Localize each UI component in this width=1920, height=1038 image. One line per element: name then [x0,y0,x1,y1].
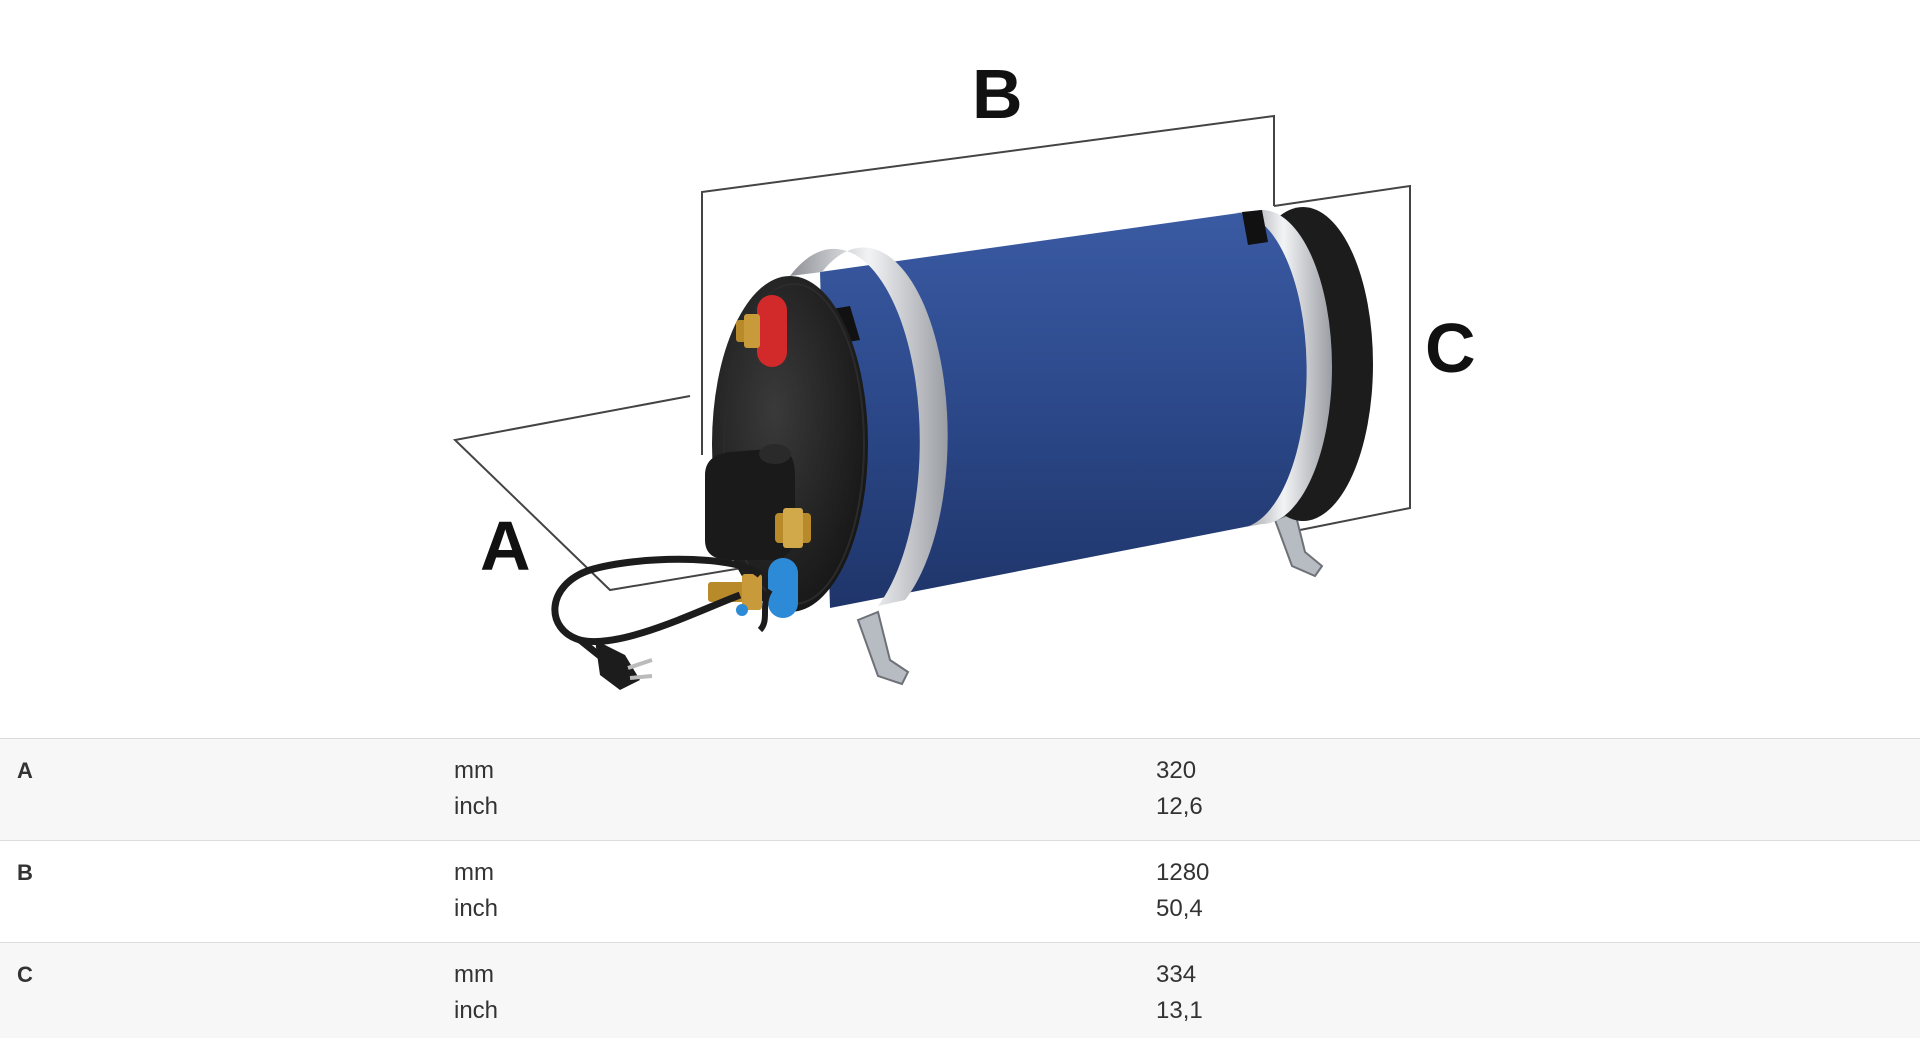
dimension-value: 50,4 [1156,895,1203,922]
rear-band [1235,210,1332,528]
power-cable [551,555,763,645]
mounting-foot-rear [1273,510,1324,578]
dimension-b-line [701,114,1275,455]
dimension-key: A [17,758,33,783]
dimension-values: 320 12,6 [1155,739,1920,841]
unit-label: mm [454,961,494,988]
cold-water-port [708,558,798,618]
hot-water-port [736,295,787,367]
dimension-values: 1280 50,4 [1155,841,1920,943]
unit-label: mm [454,859,494,886]
dimension-c-line [1273,184,1411,531]
dimension-a-line [452,395,851,592]
dimension-units: mm inch [453,943,1155,1038]
plug-icon [595,640,653,690]
dimension-label-a: A [480,507,531,585]
dimension-units: mm inch [453,841,1155,943]
unit-label: inch [454,997,499,1024]
middle-fitting [775,508,811,548]
dimension-values: 334 13,1 [1155,943,1920,1038]
mounting-foot-front [856,610,910,686]
water-heater-illustration: B C A [452,55,1476,690]
front-band [790,247,948,606]
unit-label: inch [454,895,499,922]
unit-label: mm [454,757,494,784]
dimension-key: B [17,860,33,885]
tank-body [820,210,1330,608]
dimension-value: 12,6 [1156,793,1203,820]
dimension-value: 320 [1156,757,1197,784]
dimensions-table: A mm inch 320 12,6 B mm inch 1280 5 [0,738,1920,1038]
dimension-label-c: C [1425,309,1476,387]
dimension-units: mm inch [453,739,1155,841]
table-row: A mm inch 320 12,6 [0,738,1920,841]
dimension-label-b: B [972,55,1023,133]
dimension-value: 13,1 [1156,997,1203,1024]
thermostat-housing [705,444,795,560]
table-row: B mm inch 1280 50,4 [0,840,1920,943]
dimension-value: 334 [1156,961,1197,988]
unit-label: inch [454,793,499,820]
dimension-value: 1280 [1156,859,1210,886]
table-row: C mm inch 334 13,1 [0,942,1920,1038]
dimension-key: C [17,962,33,987]
water-heater-figure: B C A [452,55,1476,690]
